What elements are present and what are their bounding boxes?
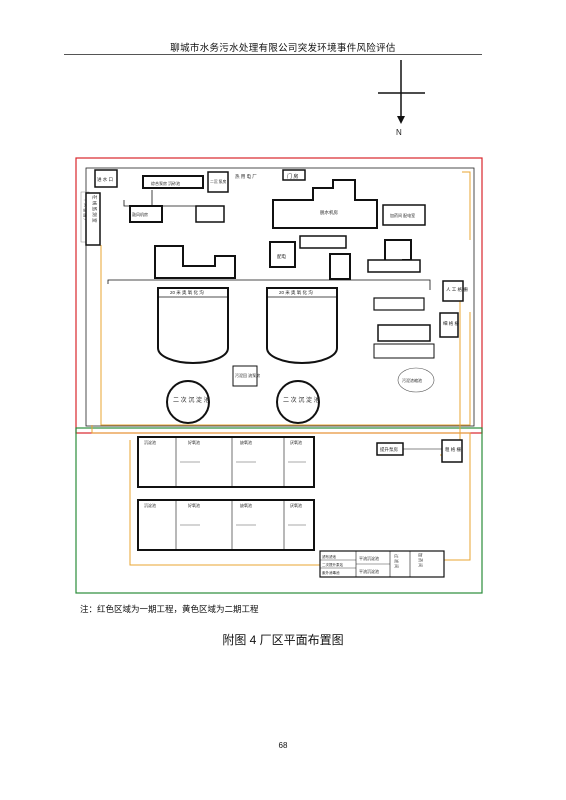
thermal-plant-label: 热 用 电 厂	[235, 173, 257, 180]
coarse-grid-label: 粗 格 栅	[445, 446, 462, 453]
oxidation-ditch-right	[266, 287, 338, 364]
clarifier-left-label: 二 次 沉 淀 池	[173, 396, 210, 404]
oxidation-left-label: 20 米 奥 氧 化 沟	[170, 289, 204, 296]
oxidation-right-label: 20 米 奥 氧 化 沟	[279, 289, 313, 296]
monitor-room-label: 在 线 监 测 室	[91, 195, 98, 223]
page-header: 聊城市水务污水处理有限公司突发环境事件风险评估	[170, 44, 396, 54]
footnote: 注：红色区域为一期工程，黄色区域为二期工程	[80, 604, 259, 614]
mid-right-block	[329, 253, 351, 280]
mid-left-block	[269, 241, 296, 268]
sludge-label: 污泥回 流泵房	[235, 372, 260, 378]
inlet-building	[94, 169, 118, 188]
bottom-row-1: 二次提升泵站	[322, 562, 343, 567]
manual-grid-label: 人 工 格 栅	[446, 286, 468, 293]
aero-tank-2	[137, 499, 315, 551]
aero-2-label-1: 好氧池	[188, 502, 200, 508]
gate-building	[282, 169, 306, 181]
top-small-label: 二沉 泵房	[210, 179, 226, 184]
top-tank	[142, 175, 204, 189]
phase2-region	[75, 427, 483, 594]
top-tank-label: 综合泵房 沉砂池	[151, 180, 180, 186]
top-small-building	[207, 171, 229, 193]
site-boundary	[85, 167, 475, 427]
monitor-room	[85, 192, 101, 246]
bottom-row-2: 紫外消毒池	[322, 570, 340, 575]
mid-building	[299, 235, 347, 249]
bottom-dosing: 加 药 间	[418, 553, 424, 567]
gate-label: 门 房	[287, 173, 298, 180]
right-tank-2	[377, 324, 431, 342]
flow-arrows	[180, 461, 306, 526]
oxidation-ditch-left	[157, 287, 229, 364]
right-block-4	[367, 259, 421, 273]
lift-pump-label: 提升泵房	[380, 446, 398, 453]
manual-grid	[442, 280, 464, 302]
right-small-1: 污泥浓缩池	[402, 377, 422, 383]
aero-2-label-0: 沉淀池	[144, 502, 156, 508]
aero-1-label-3: 厌氧池	[290, 439, 302, 445]
clarifier-left	[166, 380, 210, 424]
inlet-label: 进 水 口	[97, 176, 113, 183]
figure-caption: 附图 4 厂区平面布置图	[222, 633, 344, 647]
bottom-flat-0: 平流沉淀池	[359, 555, 379, 561]
aero-tank-1	[137, 436, 315, 488]
header-rule	[64, 54, 482, 55]
page-number: 68	[278, 741, 288, 750]
right-label-1: 脱水机房	[320, 209, 338, 216]
right-tank-3	[373, 343, 435, 359]
left-complex	[154, 245, 236, 279]
aero-2-label-2: 缺氧池	[240, 502, 252, 508]
right-complex-1	[272, 179, 378, 229]
fine-grid-label: 细 格 栅	[443, 320, 460, 327]
aero-2-label-3: 厌氧池	[290, 502, 302, 508]
aero-1-label-2: 缺氧池	[240, 439, 252, 445]
fine-grid	[439, 312, 459, 338]
compass-label: N	[396, 128, 402, 137]
north-arrow-icon	[378, 60, 425, 124]
clarifier-right	[276, 380, 320, 424]
mid-label: 配电	[277, 253, 286, 260]
left-small-label: 鼓风机房	[132, 211, 148, 217]
aero-1-label-1: 好氧池	[188, 439, 200, 445]
right-round-structure	[397, 367, 435, 393]
aux-building	[195, 205, 225, 223]
aero-1-label-0: 沉淀池	[144, 439, 156, 445]
coarse-grid	[441, 439, 463, 463]
bottom-row-0: 滤布滤池	[322, 554, 336, 559]
sludge-pump-room	[232, 365, 258, 387]
bottom-flat-1: 平流沉淀池	[359, 568, 379, 574]
clarifier-right-label: 二 次 沉 淀 池	[283, 396, 320, 404]
right-label-2: 加药间 配电室	[390, 212, 415, 218]
right-tank-1	[373, 297, 425, 311]
right-complex-2	[382, 204, 426, 226]
bottom-filter: 过 滤 间	[394, 554, 400, 568]
